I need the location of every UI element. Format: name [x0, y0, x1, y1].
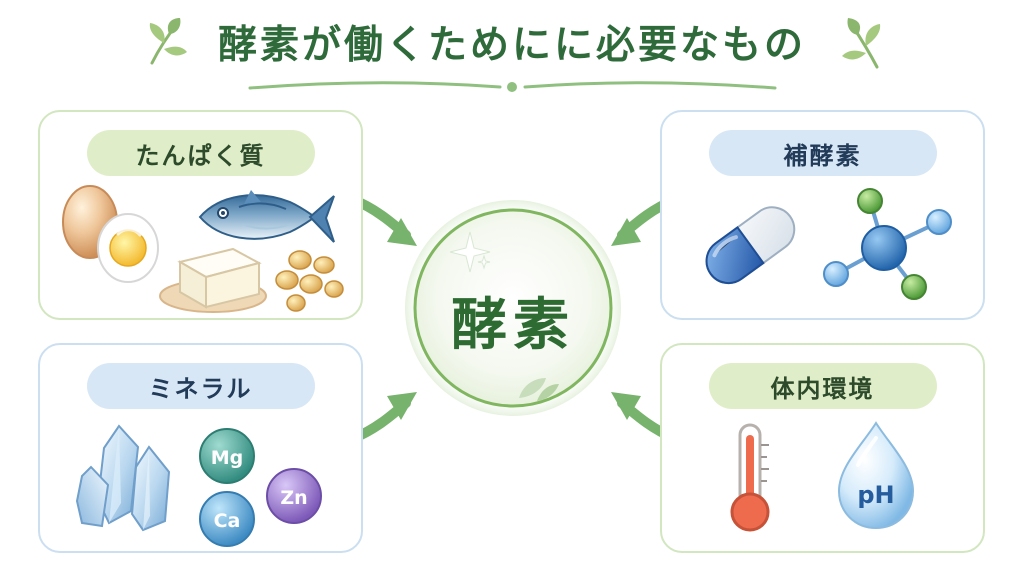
- crystal-icon: [75, 424, 171, 532]
- mineral-zn-text: Zn: [280, 487, 307, 509]
- mineral-zn-icon: Zn: [266, 468, 322, 524]
- mineral-ca-icon: Ca: [199, 491, 255, 547]
- coenzyme-label: 補酵素: [708, 130, 937, 176]
- mineral-ca-text: Ca: [214, 510, 241, 532]
- leaf-icon: [149, 18, 187, 65]
- capsule-icon: [705, 206, 796, 285]
- mineral-label: ミネラル: [86, 363, 315, 409]
- thermometer-icon: [730, 423, 770, 532]
- water-drop-icon: pH: [837, 421, 915, 530]
- tofu-icon: [159, 247, 267, 313]
- ph-text: pH: [857, 481, 894, 509]
- body-environment-label: 体内環境: [708, 363, 937, 409]
- sparkle-icon: [449, 231, 491, 273]
- page-title: 酵素が働くためにに必要なもの: [217, 23, 806, 68]
- title-underline: [248, 81, 777, 92]
- protein-card: たんぱく質: [38, 110, 363, 320]
- protein-label: たんぱく質: [86, 130, 315, 176]
- coenzyme-card: 補酵素: [660, 110, 985, 320]
- mineral-mg-icon: Mg: [199, 428, 255, 484]
- mineral-mg-text: Mg: [211, 447, 244, 469]
- egg-icon: [62, 185, 159, 283]
- mineral-card: ミネラル: [38, 343, 363, 553]
- body-environment-card: 体内環境 pH: [660, 343, 985, 553]
- molecule-icon: [823, 188, 952, 300]
- leaf-icon: [519, 378, 559, 401]
- soybean-icon: [275, 250, 344, 312]
- enzyme-center-label: 酵素: [451, 293, 575, 358]
- fish-icon: [198, 190, 335, 243]
- leaf-icon: [842, 18, 881, 69]
